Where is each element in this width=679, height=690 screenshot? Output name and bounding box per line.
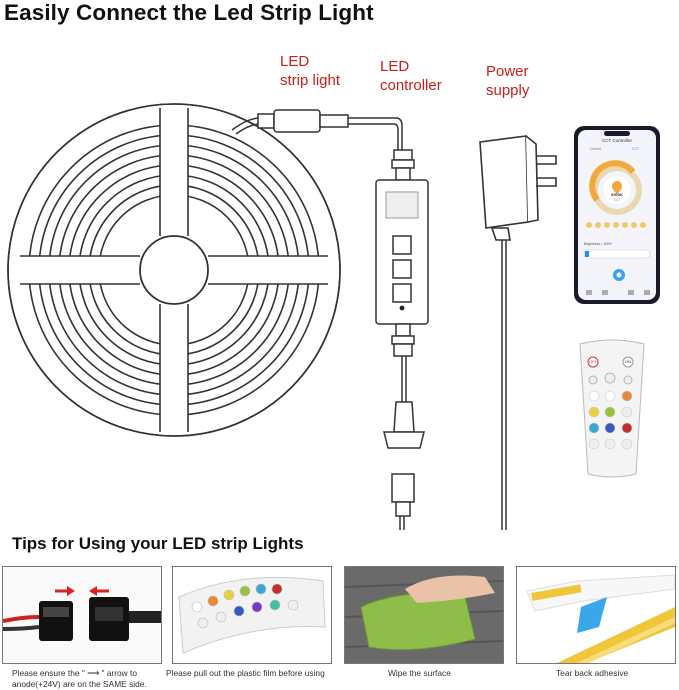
remote-control bbox=[579, 339, 645, 478]
inline-connector bbox=[273, 109, 321, 133]
label-power-supply: Power supply bbox=[486, 62, 529, 100]
wipe-surface-photo bbox=[345, 567, 503, 663]
label-line: LED bbox=[380, 58, 410, 75]
remote-off-label: OFF bbox=[589, 359, 597, 364]
tip-caption-remote: Please pull out the plastic film before … bbox=[166, 668, 325, 678]
label-line: controller bbox=[380, 77, 442, 94]
adhesive-photo bbox=[517, 567, 675, 663]
tip-caption-connector: Please ensure the " ⟶ " arrow to anode(+… bbox=[12, 668, 172, 690]
tips-title: Tips for Using your LED strip Lights bbox=[12, 534, 304, 553]
phone-sub: CCT bbox=[613, 198, 621, 202]
connector-photo bbox=[3, 567, 161, 663]
tip-caption-adhesive: Tear back adhesive bbox=[556, 668, 629, 678]
label-led-controller: LED controller bbox=[380, 57, 442, 95]
caption-line: anode(+24V) are on the SAME side. bbox=[12, 679, 147, 689]
phone-temperature: 6500K bbox=[611, 192, 623, 197]
led-strip-reel bbox=[7, 103, 341, 437]
caption-line: Please ensure the " ⟶ " arrow to bbox=[12, 668, 138, 678]
tip-panel-connector bbox=[2, 566, 162, 664]
phone-brightness: Brightness • 100% bbox=[584, 242, 612, 246]
label-led-strip: LED strip light bbox=[280, 52, 340, 90]
led-controller bbox=[375, 149, 429, 402]
power-adapter bbox=[479, 135, 557, 241]
label-line: Power bbox=[486, 63, 529, 80]
remote-film-photo bbox=[173, 567, 331, 663]
phone-tab-cct: CCT bbox=[632, 147, 640, 151]
remote-on-label: ON bbox=[625, 359, 631, 364]
page-title: Easily Connect the Led Strip Light bbox=[4, 0, 374, 25]
connection-diagram bbox=[7, 103, 660, 530]
phone-app bbox=[574, 126, 660, 304]
strip-cable bbox=[231, 109, 403, 150]
phone-tab-default: Default bbox=[590, 147, 602, 151]
tip-caption-wipe: Wipe the surface bbox=[388, 668, 451, 678]
label-line: strip light bbox=[280, 72, 341, 89]
reel-hub bbox=[139, 235, 209, 305]
label-line: LED bbox=[280, 53, 310, 70]
label-line: supply bbox=[486, 82, 530, 99]
tip-panel-adhesive bbox=[516, 566, 676, 664]
tip-panel-remote bbox=[172, 566, 332, 664]
phone-app-title: CCT Controller bbox=[602, 138, 632, 143]
pin-connectors bbox=[383, 240, 507, 530]
tip-panel-wipe bbox=[344, 566, 504, 664]
